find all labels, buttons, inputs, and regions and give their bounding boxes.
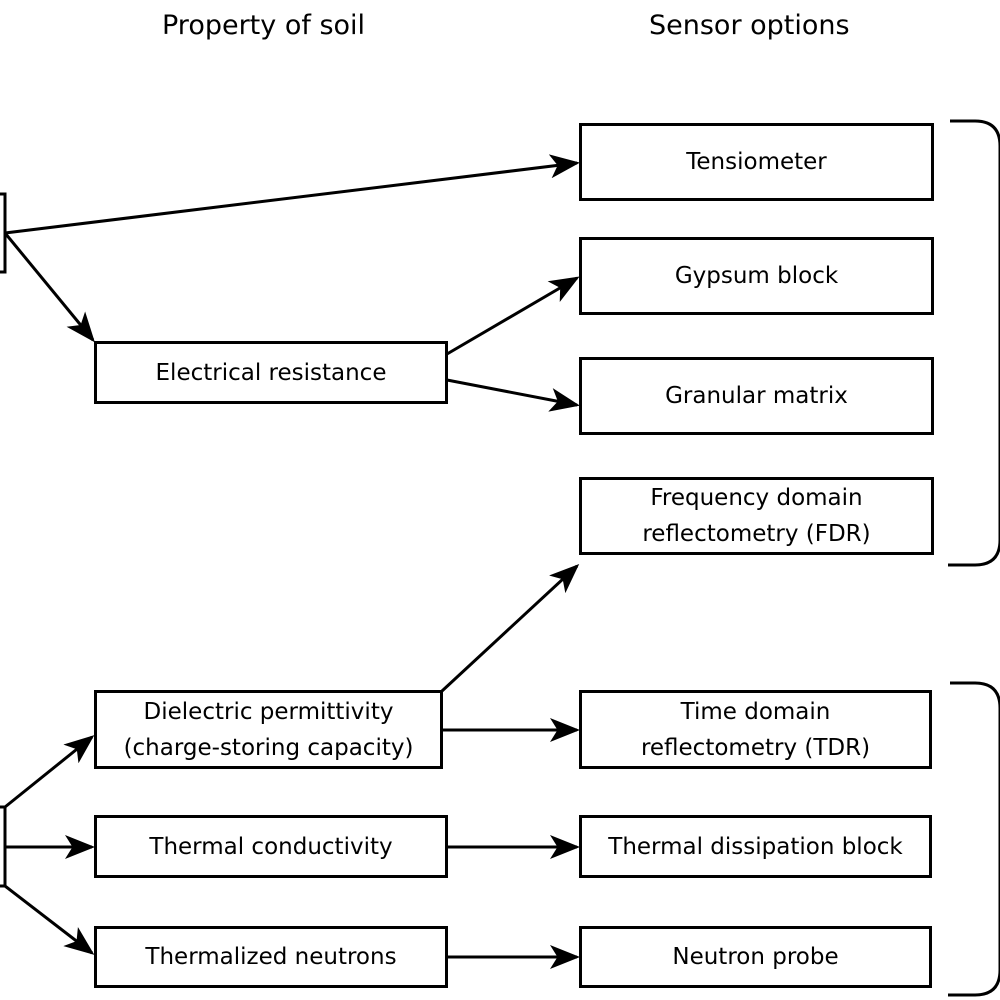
sensor-thermal-dissipation-block: Thermal dissipation block <box>579 815 932 878</box>
sensor-options-heading: Sensor options <box>649 10 850 41</box>
left-group-box-top <box>0 192 7 274</box>
arrow-to-tensiometer <box>4 154 580 235</box>
property-of-soil-heading: Property of soil <box>162 10 366 41</box>
arrow-to-gypsum-block <box>446 276 580 356</box>
property-dielectric-permittivity: Dielectric permittivity (charge-storing … <box>94 690 443 769</box>
sensor-neutron-probe: Neutron probe <box>579 926 932 988</box>
property-electrical-resistance: Electrical resistance <box>94 341 448 404</box>
property-thermalized-neutrons: Thermalized neutrons <box>94 926 448 988</box>
left-group-box-bottom <box>0 805 7 888</box>
property-thermal-conductivity: Thermal conductivity <box>94 815 448 878</box>
sensor-fdr: Frequency domain reflectometry (FDR) <box>579 477 934 555</box>
arrow-to-granular-matrix <box>446 378 580 412</box>
arrow-to-thermalized-neutrons <box>4 884 95 955</box>
sensor-tensiometer: Tensiometer <box>579 123 934 201</box>
sensor-gypsum-block: Gypsum block <box>579 237 934 315</box>
sensor-granular-matrix: Granular matrix <box>579 357 934 435</box>
arrow-to-dielectric <box>4 735 95 809</box>
arrow-to-electrical-resistance <box>3 232 95 343</box>
bracket-bottom-group <box>948 681 1000 997</box>
arrow-to-fdr <box>440 563 580 693</box>
sensor-tdr: Time domain reflectometry (TDR) <box>579 690 932 769</box>
bracket-top-group <box>948 119 1000 567</box>
